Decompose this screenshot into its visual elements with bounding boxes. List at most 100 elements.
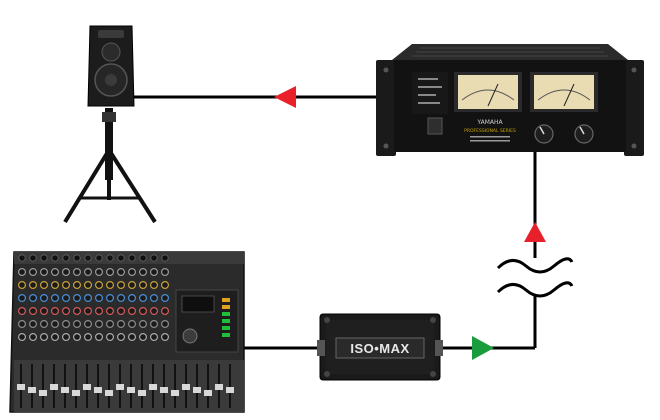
mixer-input-jack xyxy=(128,254,136,262)
mixer-knob xyxy=(83,320,92,329)
mixer-knob xyxy=(39,294,48,303)
mixer-knob xyxy=(94,294,103,303)
mixer-input-jack xyxy=(40,254,48,262)
fader-slot xyxy=(174,364,176,408)
mixer-faders xyxy=(17,364,234,408)
fader-cap xyxy=(28,387,36,393)
mixer-knob xyxy=(128,320,137,329)
mixer-knob xyxy=(94,281,103,290)
isolator-label: ISO•MAX xyxy=(350,341,409,356)
mixer-knob xyxy=(105,320,114,329)
mixer-knob xyxy=(18,307,27,316)
mixer-knob xyxy=(116,307,125,316)
mixer-knob xyxy=(18,294,27,303)
mixer-knob xyxy=(150,320,159,329)
yamaha-power-amplifier-icon: YAMAHA PROFESSIONAL SERIES xyxy=(376,44,644,156)
arrow-to-speaker-icon xyxy=(274,86,296,108)
mixer-knob xyxy=(39,307,48,316)
fader-cap xyxy=(182,384,190,390)
level-meter-led xyxy=(222,333,230,337)
mixer-knob xyxy=(61,320,70,329)
mixer-knob xyxy=(29,281,38,290)
mixer-knob xyxy=(94,333,103,342)
fader-cap xyxy=(105,390,113,396)
level-meter-led xyxy=(222,305,230,309)
mixer-knob xyxy=(139,268,148,277)
mixer-knob xyxy=(161,307,170,316)
fader-slot xyxy=(97,364,99,408)
mixer-knob xyxy=(72,294,81,303)
mixer-knob xyxy=(61,307,70,316)
mixer-knob xyxy=(18,320,27,329)
mixer-knob xyxy=(50,268,59,277)
fader-cap xyxy=(61,387,69,393)
mixer-knob xyxy=(128,281,137,290)
mixer-knob xyxy=(105,307,114,316)
fader-slot xyxy=(42,364,44,408)
fader-slot xyxy=(130,364,132,408)
fader-slot xyxy=(141,364,143,408)
mixer-knob xyxy=(116,294,125,303)
mixer-knob xyxy=(29,294,38,303)
mixer-input-jack xyxy=(84,254,92,262)
mixing-console-icon xyxy=(9,251,245,413)
mixer-knob xyxy=(105,294,114,303)
mixer-knob xyxy=(128,307,137,316)
mixer-knob xyxy=(61,294,70,303)
fader-slot xyxy=(108,364,110,408)
level-meter-led xyxy=(222,298,230,302)
mixer-knob xyxy=(94,320,103,329)
mixer-knob xyxy=(83,294,92,303)
mixer-knob xyxy=(150,294,159,303)
fader-cap xyxy=(193,387,201,393)
mixer-knob xyxy=(39,281,48,290)
mixer-knob xyxy=(61,333,70,342)
level-meter-led xyxy=(222,319,230,323)
amplifier-brand-label: YAMAHA xyxy=(476,119,503,126)
fader-cap xyxy=(149,384,157,390)
fader-cap xyxy=(72,390,80,396)
long-cable-break-icon xyxy=(496,257,574,298)
mixer-knob xyxy=(72,320,81,329)
mixer-knob xyxy=(116,333,125,342)
mixer-knob xyxy=(72,281,81,290)
mixer-knob xyxy=(50,307,59,316)
mixer-knob xyxy=(105,268,114,277)
fader-cap xyxy=(127,387,135,393)
fader-slot xyxy=(196,364,198,408)
mixer-input-jack xyxy=(95,254,103,262)
mixer-knob xyxy=(116,268,125,277)
mixer-knob xyxy=(18,281,27,290)
pa-speaker-on-tripod-icon xyxy=(63,25,157,224)
mixer-knob xyxy=(39,320,48,329)
mixer-knob xyxy=(161,320,170,329)
mixer-knob xyxy=(139,281,148,290)
mixer-knob xyxy=(150,333,159,342)
mixer-knob xyxy=(29,320,38,329)
fader-cap xyxy=(204,390,212,396)
fader-slot xyxy=(64,364,66,408)
mixer-input-jack xyxy=(73,254,81,262)
mixer-input-jack xyxy=(62,254,70,262)
mixer-knob xyxy=(105,281,114,290)
mixer-knob xyxy=(18,268,27,277)
isomax-isolator-box: ISO•MAX xyxy=(317,313,443,381)
mixer-knob xyxy=(29,307,38,316)
mixer-knob xyxy=(83,333,92,342)
fader-cap xyxy=(160,387,168,393)
level-meter-led xyxy=(222,326,230,330)
level-meter-led xyxy=(222,312,230,316)
mixer-knob xyxy=(161,281,170,290)
mixer-knob xyxy=(50,294,59,303)
mixer-knob xyxy=(50,320,59,329)
fader-cap xyxy=(50,384,58,390)
mixer-knob xyxy=(161,268,170,277)
mixer-knob xyxy=(50,333,59,342)
mixer-knob xyxy=(29,333,38,342)
mixer-knob xyxy=(61,281,70,290)
mixer-input-jack xyxy=(139,254,147,262)
mixer-knob xyxy=(18,333,27,342)
fader-slot xyxy=(75,364,77,408)
mixer-knob xyxy=(94,307,103,316)
